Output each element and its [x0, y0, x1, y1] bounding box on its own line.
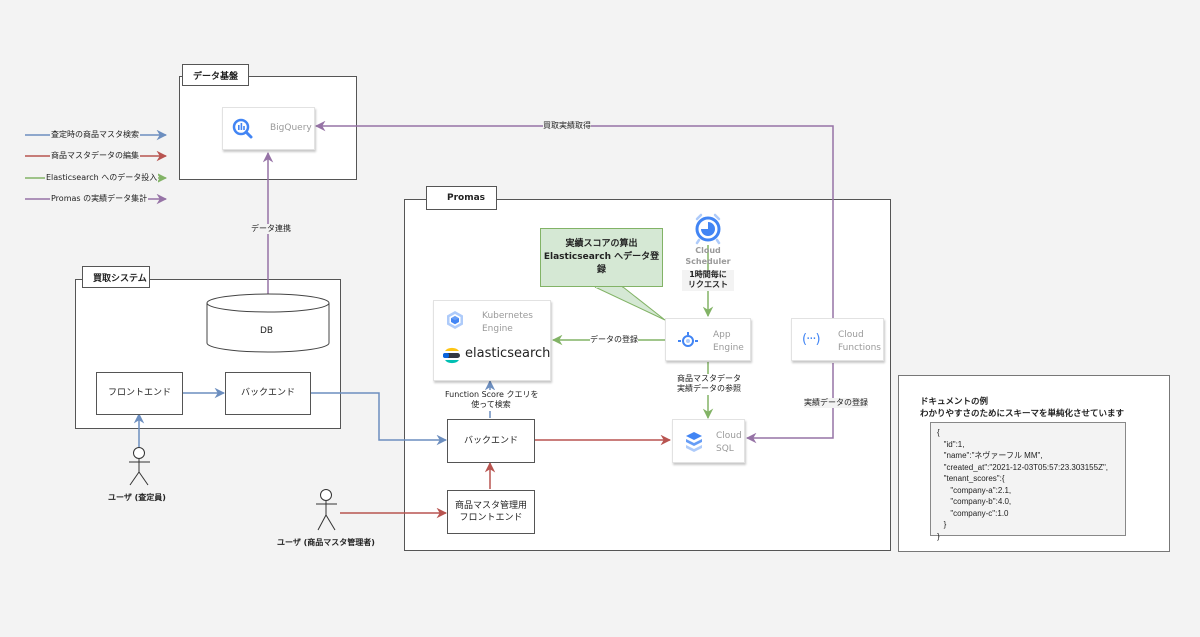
purchase-frontend-node[interactable]: フロントエンド — [96, 372, 183, 415]
bigquery-label: BigQuery — [270, 123, 312, 133]
actor-admin-label: ユーザ (商品マスタ管理者) — [277, 538, 375, 547]
edge-label-data-link: データ連携 — [251, 224, 291, 235]
group-purchase-system-title: 買取システム — [82, 266, 150, 288]
document-example-title: ドキュメントの例わかりやすさのためにスキーマを単純化させています — [920, 397, 1125, 419]
edge-label-results-register: 実績データの登録 — [804, 398, 868, 409]
edge-label-function-score: Function Score クエリを使って検索 — [445, 390, 539, 411]
legend-label-purple: Promas の実績データ集計 — [50, 193, 149, 204]
cloud-functions-icon: (···) — [802, 332, 821, 347]
purchase-backend-node[interactable]: バックエンド — [225, 372, 311, 415]
edge-label-purchase-results: 買取実績取得 — [543, 121, 591, 132]
kubernetes-engine-icon — [445, 310, 465, 334]
actor-admin-figure — [316, 489, 337, 531]
actor-appraiser-figure — [129, 447, 150, 486]
actor-appraiser-label: ユーザ (査定員) — [108, 493, 166, 502]
document-example-json: { "id":1, "name":"ネヴァーフル MM", "created_a… — [930, 422, 1126, 541]
legend-label-green: Elasticsearch へのデータ投入 — [45, 172, 159, 183]
elasticsearch-label: elasticsearch — [465, 346, 551, 361]
promas-backend-node[interactable]: バックエンド — [447, 419, 535, 463]
app-engine-icon — [677, 331, 699, 355]
group-data-platform-title: データ基盤 — [182, 64, 249, 86]
elasticsearch-logo-icon — [443, 346, 461, 370]
cloud-scheduler-icon[interactable] — [693, 213, 723, 249]
bigquery-icon — [232, 118, 254, 144]
edge-label-hourly-request: 1時間毎にリクエスト — [682, 270, 734, 291]
cloud-sql-icon — [685, 431, 703, 457]
db-label: DB — [260, 326, 274, 336]
edge-label-data-register: データの登録 — [590, 335, 638, 346]
legend-label-blue: 査定時の商品マスタ検索 — [50, 129, 140, 140]
legend-label-red: 商品マスタデータの編集 — [50, 150, 140, 161]
bigquery-node[interactable]: BigQuery — [222, 107, 315, 150]
edge-label-master-reference: 商品マスタデータ実績データの参照 — [674, 374, 744, 395]
group-promas-title: Promas — [426, 186, 497, 210]
master-frontend-node[interactable]: 商品マスタ管理用フロントエンド — [447, 490, 535, 534]
